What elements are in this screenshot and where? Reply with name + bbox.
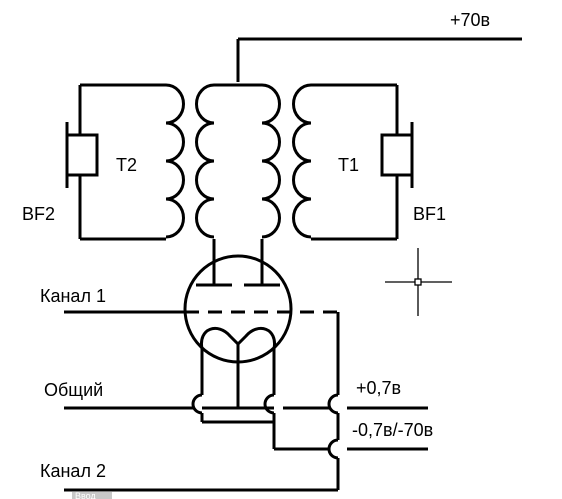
- channel1-wire: [64, 310, 340, 440]
- primary-coil-right: [261, 83, 281, 239]
- t2-primary-coil: [165, 83, 185, 239]
- speaker-bf1: [380, 122, 414, 188]
- primary-coil-left: [195, 83, 215, 239]
- speaker-bf2: [65, 122, 99, 188]
- common-label: Общий: [44, 380, 103, 400]
- transformer-t2: [78, 83, 185, 241]
- supply-label: +70в: [450, 10, 490, 30]
- bf1-label: BF1: [413, 204, 446, 224]
- supply-wire: [236, 37, 522, 82]
- minus07-label: -0,7в/-70в: [352, 420, 433, 440]
- corner-tag-text: Ввод: [75, 491, 96, 499]
- transformer-t1: [292, 83, 399, 241]
- plus07-label: +0,7в: [356, 378, 401, 398]
- channel1-label: Канал 1: [40, 286, 106, 306]
- t1-label: T1: [338, 155, 359, 175]
- t1-secondary-coil: [292, 83, 312, 239]
- cathode-leads: [191, 344, 276, 440]
- corner-tag: Ввод: [72, 491, 112, 499]
- bf2-label: BF2: [22, 204, 55, 224]
- t2-label: T2: [116, 155, 137, 175]
- crosshair-cursor[interactable]: [385, 248, 452, 316]
- channel2-label: Канал 2: [40, 461, 106, 481]
- negative-supply-wire: [272, 438, 428, 490]
